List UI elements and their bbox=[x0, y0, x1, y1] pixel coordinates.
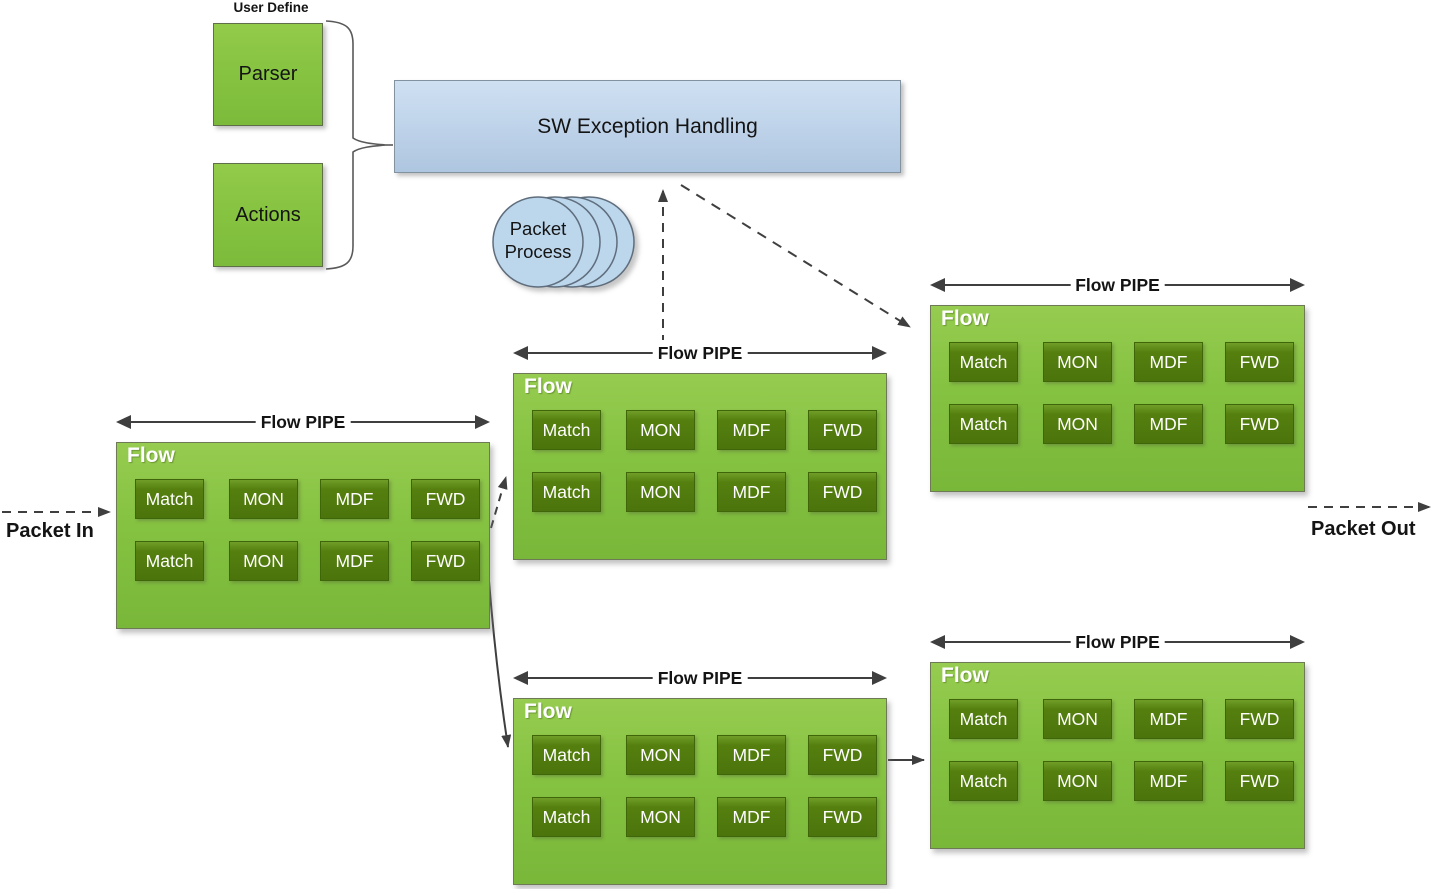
arrow-left-icon bbox=[513, 346, 528, 360]
stage-fwd: FWD bbox=[808, 410, 877, 450]
brace-user-define bbox=[325, 20, 387, 270]
stage-fwd: FWD bbox=[1225, 342, 1294, 382]
stage-mon: MON bbox=[1043, 404, 1112, 444]
stage-mon: MON bbox=[1043, 342, 1112, 382]
flow-label: Flow bbox=[524, 700, 572, 723]
flow-label: Flow bbox=[524, 375, 572, 398]
stage-match: Match bbox=[532, 797, 601, 837]
stage-fwd: FWD bbox=[808, 472, 877, 512]
stage-match: Match bbox=[532, 735, 601, 775]
parser-label: Parser bbox=[238, 63, 298, 85]
arrow-right-icon bbox=[872, 346, 887, 360]
packet-in-label: Packet In bbox=[6, 520, 94, 542]
flow-pipe-label: Flow PIPE bbox=[1070, 629, 1165, 655]
packet-process-label: Packet Process bbox=[504, 218, 572, 262]
arrow-right-icon bbox=[1290, 278, 1305, 292]
stage-fwd: FWD bbox=[1225, 761, 1294, 801]
stage-mon: MON bbox=[229, 479, 298, 519]
arrow-left-icon bbox=[513, 671, 528, 685]
flow-pipe-header: Flow PIPE bbox=[513, 665, 887, 691]
stage-mon: MON bbox=[626, 797, 695, 837]
arrow-right-icon bbox=[1290, 635, 1305, 649]
stage-mdf: MDF bbox=[1134, 699, 1203, 739]
packet-process-stack bbox=[492, 196, 635, 288]
stage-match: Match bbox=[532, 410, 601, 450]
left-to-mid-top-arrow bbox=[490, 476, 508, 529]
actions-box: Actions bbox=[213, 163, 323, 267]
stage-mon: MON bbox=[626, 410, 695, 450]
left-to-mid-bottom-arrow bbox=[488, 580, 512, 748]
flow-label: Flow bbox=[941, 664, 989, 687]
flow-box: Flow Match MON MDF FWD Match MON MDF FWD bbox=[513, 698, 887, 885]
parser-box: Parser bbox=[213, 23, 323, 126]
arrow-right-icon bbox=[872, 671, 887, 685]
flow-pipe-header: Flow PIPE bbox=[930, 272, 1305, 298]
stage-match: Match bbox=[949, 761, 1018, 801]
flow-pipe-label: Flow PIPE bbox=[1070, 272, 1165, 298]
flow-box: Flow Match MON MDF FWD Match MON MDF FWD bbox=[930, 305, 1305, 492]
stage-fwd: FWD bbox=[808, 797, 877, 837]
flow-box: Flow Match MON MDF FWD Match MON MDF FWD bbox=[513, 373, 887, 560]
sw-exception-box: SW Exception Handling bbox=[394, 80, 901, 173]
stage-match: Match bbox=[949, 342, 1018, 382]
stage-match: Match bbox=[532, 472, 601, 512]
flow-pipe-label: Flow PIPE bbox=[652, 665, 748, 691]
stage-fwd: FWD bbox=[1225, 699, 1294, 739]
stage-mon: MON bbox=[229, 541, 298, 581]
flow-label: Flow bbox=[127, 444, 175, 467]
stage-mon: MON bbox=[626, 735, 695, 775]
flow-pipe-label: Flow PIPE bbox=[652, 340, 748, 366]
stage-mdf: MDF bbox=[717, 797, 786, 837]
flow-pipe-header: Flow PIPE bbox=[116, 409, 490, 435]
stage-mon: MON bbox=[1043, 761, 1112, 801]
stage-fwd: FWD bbox=[411, 541, 480, 581]
packet-out-label: Packet Out bbox=[1311, 518, 1416, 540]
stage-match: Match bbox=[135, 479, 204, 519]
stage-mdf: MDF bbox=[320, 479, 389, 519]
packet-process-ellipse bbox=[492, 196, 584, 288]
stage-match: Match bbox=[135, 541, 204, 581]
flow-pipe-right-top: Flow PIPE Flow Match MON MDF FWD Match M… bbox=[930, 272, 1305, 492]
stage-match: Match bbox=[949, 699, 1018, 739]
flow-pipe-mid-bottom: Flow PIPE Flow Match MON MDF FWD Match M… bbox=[513, 665, 887, 885]
stage-mdf: MDF bbox=[1134, 342, 1203, 382]
stage-match: Match bbox=[949, 404, 1018, 444]
stage-mdf: MDF bbox=[320, 541, 389, 581]
flow-pipe-right-bottom: Flow PIPE Flow Match MON MDF FWD Match M… bbox=[930, 629, 1305, 849]
flow-box: Flow Match MON MDF FWD Match MON MDF FWD bbox=[116, 442, 490, 629]
stage-fwd: FWD bbox=[411, 479, 480, 519]
actions-label: Actions bbox=[235, 203, 301, 226]
stage-fwd: FWD bbox=[808, 735, 877, 775]
flow-pipe-header: Flow PIPE bbox=[930, 629, 1305, 655]
stage-mdf: MDF bbox=[717, 735, 786, 775]
flow-pipe-header: Flow PIPE bbox=[513, 340, 887, 366]
user-define-label: User Define bbox=[233, 0, 309, 15]
stage-mon: MON bbox=[626, 472, 695, 512]
flow-pipe-mid-top: Flow PIPE Flow Match MON MDF FWD Match M… bbox=[513, 340, 887, 560]
stage-mon: MON bbox=[1043, 699, 1112, 739]
stage-fwd: FWD bbox=[1225, 404, 1294, 444]
flow-pipe-left: Flow PIPE Flow Match MON MDF FWD Match M… bbox=[116, 409, 490, 629]
stage-mdf: MDF bbox=[1134, 404, 1203, 444]
stage-mdf: MDF bbox=[717, 410, 786, 450]
stage-mdf: MDF bbox=[717, 472, 786, 512]
flow-pipe-label: Flow PIPE bbox=[255, 409, 351, 435]
arrow-left-icon bbox=[930, 635, 945, 649]
arrow-right-icon bbox=[475, 415, 490, 429]
flow-box: Flow Match MON MDF FWD Match MON MDF FWD bbox=[930, 662, 1305, 849]
exception-to-right-top-arrow bbox=[680, 184, 911, 328]
arrow-left-icon bbox=[930, 278, 945, 292]
sw-exception-label: SW Exception Handling bbox=[537, 114, 758, 138]
stage-mdf: MDF bbox=[1134, 761, 1203, 801]
arrow-left-icon bbox=[116, 415, 131, 429]
flow-label: Flow bbox=[941, 307, 989, 330]
